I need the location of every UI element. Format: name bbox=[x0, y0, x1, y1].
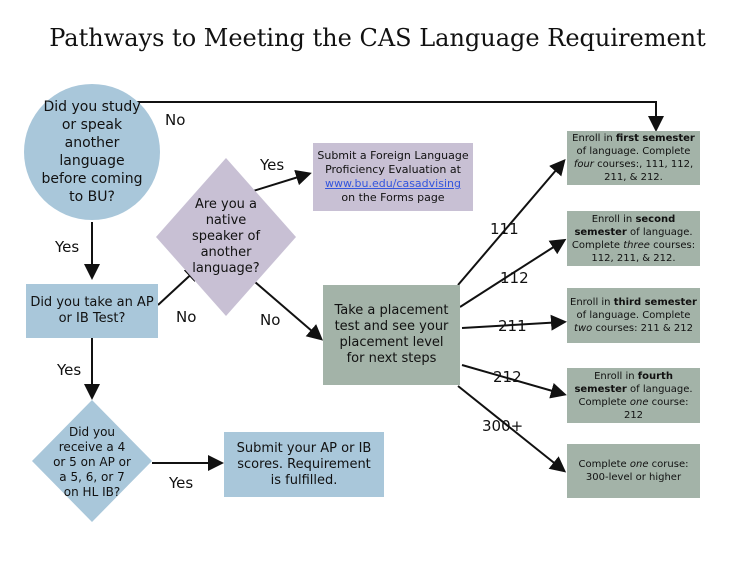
fl-eval-text: Submit a Foreign Language Proficiency Ev… bbox=[317, 149, 469, 176]
label-yes: Yes bbox=[55, 238, 80, 256]
submit-ap-box: Submit your AP or IB scores. Requirement… bbox=[224, 432, 384, 497]
label-yes: Yes bbox=[169, 474, 194, 492]
arrow-no-to-placement bbox=[254, 281, 324, 341]
label-211: 211 bbox=[498, 317, 527, 335]
score-diamond-shape bbox=[32, 400, 152, 522]
label-no: No bbox=[260, 311, 281, 329]
arrow-300 bbox=[457, 385, 567, 473]
study-language-question: Did you study or speak another language … bbox=[24, 84, 160, 220]
arrow-212 bbox=[461, 364, 567, 399]
native-diamond-shape bbox=[156, 158, 296, 316]
result-second-semester: Enroll in second semester of language. C… bbox=[567, 211, 700, 266]
label-yes: Yes bbox=[57, 361, 82, 379]
label-300: 300+ bbox=[482, 417, 524, 435]
label-112: 112 bbox=[500, 269, 529, 287]
fl-evaluation-box: Submit a Foreign Language Proficiency Ev… bbox=[313, 143, 473, 211]
result-first-semester: Enroll in first semester of language. Co… bbox=[567, 131, 700, 185]
label-212: 212 bbox=[493, 368, 522, 386]
label-111: 111 bbox=[490, 220, 519, 238]
page-title: Pathways to Meeting the CAS Language Req… bbox=[49, 24, 706, 52]
arrow-no-to-first bbox=[110, 101, 664, 132]
arrow-111 bbox=[457, 158, 566, 286]
label-no: No bbox=[165, 111, 186, 129]
arrow-112 bbox=[459, 238, 567, 308]
result-fourth-semester: Enroll in fourth semester of language. C… bbox=[567, 368, 700, 423]
casadvising-link[interactable]: www.bu.edu/casadvising bbox=[325, 177, 461, 190]
arrow-yes-to-eval bbox=[249, 169, 312, 193]
score-question: Did you receive a 4 or 5 on AP or a 5, 6… bbox=[53, 424, 131, 499]
ap-ib-question: Did you take an AP or IB Test? bbox=[26, 284, 158, 338]
result-third-semester: Enroll in third semester of language. Co… bbox=[567, 288, 700, 343]
fl-eval-text-end: on the Forms page bbox=[341, 191, 445, 204]
label-no: No bbox=[176, 308, 197, 326]
label-yes: Yes bbox=[260, 156, 285, 174]
placement-test-box: Take a placement test and see your place… bbox=[323, 285, 460, 385]
result-300-level: Complete one coruse: 300-level or higher bbox=[567, 444, 700, 498]
arrow-211 bbox=[461, 314, 567, 331]
native-speaker-question: Are you a native speaker of another lang… bbox=[191, 197, 261, 276]
